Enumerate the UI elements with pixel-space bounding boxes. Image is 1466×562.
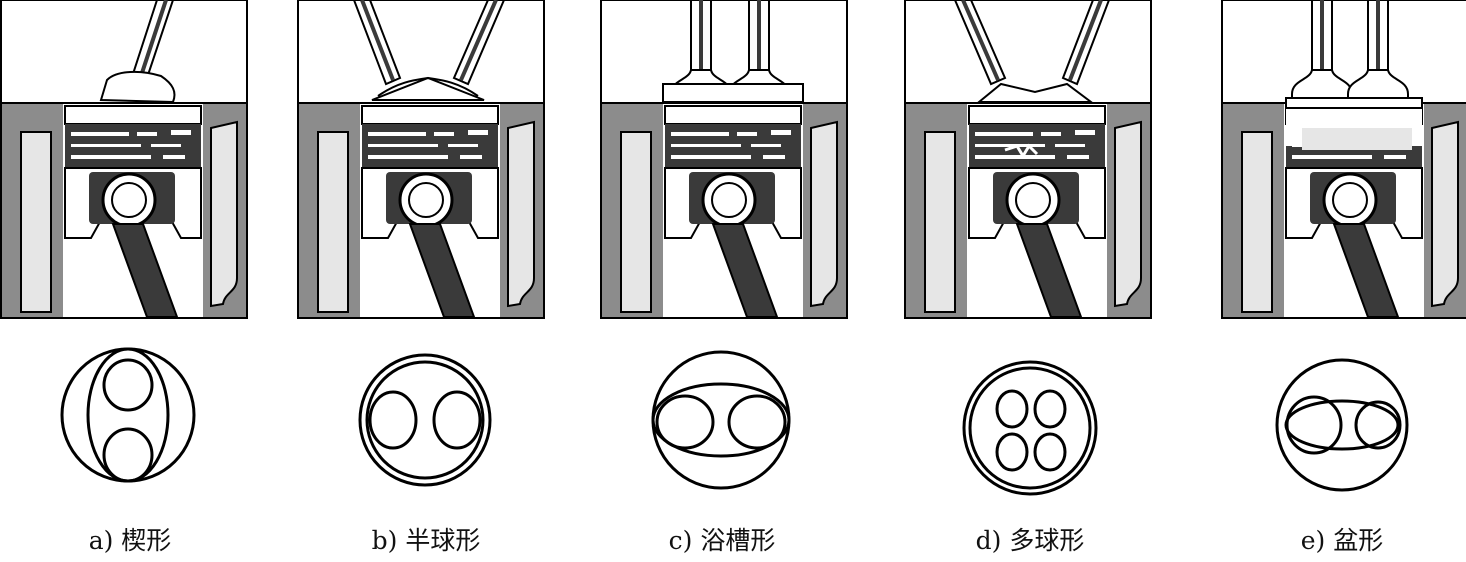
caption-e: e) 盆形 [1300, 526, 1384, 555]
valves-b [352, 0, 506, 101]
valves-d [953, 0, 1111, 159]
caption-d: d) 多球形 [975, 526, 1085, 555]
caption-c: c) 浴槽形 [668, 526, 776, 555]
panel-a-wedge [0, 0, 249, 320]
panel-b-hemispherical [296, 0, 546, 320]
plan-b [358, 353, 492, 487]
panel-e-basin [1220, 0, 1466, 320]
valves-e [1285, 0, 1423, 150]
caption-b: b) 半球形 [371, 526, 481, 555]
valves-c [662, 0, 804, 103]
panel-c-bathtub [599, 0, 849, 320]
plan-a [60, 347, 196, 483]
valve-a [99, 0, 176, 104]
plan-d [962, 360, 1098, 496]
plan-e [1275, 358, 1409, 492]
caption-a: a) 楔形 [88, 526, 172, 555]
plan-c [651, 350, 791, 490]
panel-d-multi-sphere [903, 0, 1153, 320]
